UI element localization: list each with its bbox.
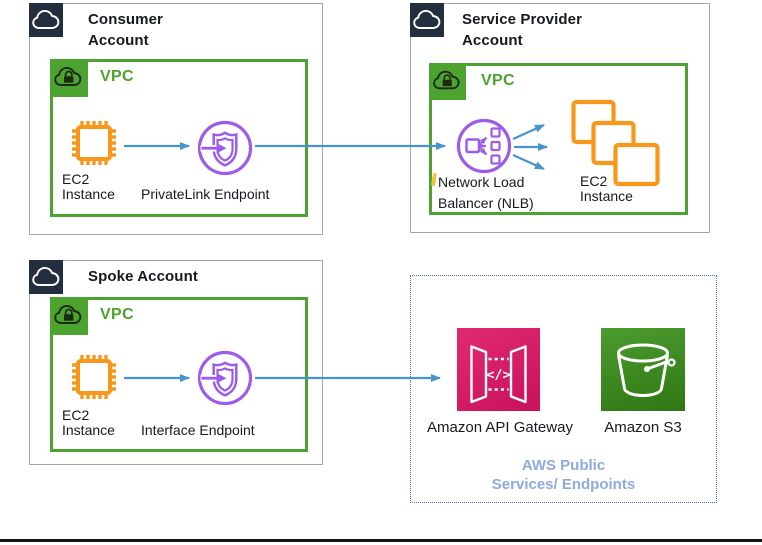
spoke-ec2-label-line1: EC2 — [62, 407, 90, 423]
caption-line2: Services/ Endpoints — [491, 476, 636, 493]
chip-icon — [72, 121, 116, 165]
spoke-vpc-label: VPC — [100, 306, 134, 323]
public-services-box — [410, 275, 717, 503]
bottom-divider — [0, 539, 762, 542]
consumer-vpc-icon — [50, 59, 88, 97]
api-gateway-label: Amazon API Gateway — [427, 419, 573, 436]
service-provider-vpc-icon — [429, 63, 466, 100]
cloud-lock-icon — [433, 70, 460, 90]
cloud-icon — [413, 9, 441, 29]
cloud-lock-icon — [54, 304, 82, 324]
chip-icon — [72, 355, 116, 399]
consumer-title-line1: Consumer — [88, 11, 163, 28]
service-provider-title-line1: Service Provider — [462, 11, 583, 28]
caption-line1: AWS Public — [521, 457, 606, 474]
spoke-vpc-icon — [50, 297, 88, 335]
public-services-caption: AWS Public Services/ Endpoints — [410, 456, 717, 494]
consumer-ec2-label: EC2 Instance — [62, 172, 115, 202]
spoke-ec2-label-line2: Instance — [62, 422, 115, 438]
spoke-ec2-instance-icon — [66, 349, 122, 410]
shield-arrow-icon — [197, 350, 253, 406]
api-gateway-icon: </> — [457, 328, 540, 411]
api-gateway-code-glyph: </> — [486, 367, 510, 383]
consumer-vpc-label: VPC — [100, 68, 134, 85]
cloud-lock-icon — [54, 66, 82, 86]
gateway-doors-icon: </> — [470, 345, 527, 404]
consumer-title-line2: Account — [88, 32, 149, 49]
bucket-icon — [617, 343, 676, 398]
service-provider-cloud-icon — [410, 3, 444, 37]
consumer-ec2-label-line2: Instance — [62, 186, 115, 202]
nlb-label-line1: Network Load — [438, 174, 525, 190]
interface-endpoint-icon — [196, 349, 254, 412]
service-provider-vpc-label: VPC — [481, 72, 515, 89]
privatelink-endpoint-label: PrivateLink Endpoint — [141, 186, 270, 202]
shield-arrow-icon — [197, 120, 253, 176]
cloud-icon — [32, 9, 60, 29]
sp-ec2-label-line1: EC2 — [580, 173, 608, 189]
spoke-account-cloud-icon — [29, 260, 63, 294]
consumer-account-title: Consumer Account — [88, 9, 163, 51]
network-load-balancer-icon — [455, 117, 513, 180]
service-provider-ec2-instances-icon — [571, 99, 663, 192]
service-provider-title-line2: Account — [462, 32, 523, 49]
spoke-account-title: Spoke Account — [88, 268, 198, 285]
cloud-icon — [32, 266, 60, 286]
privatelink-endpoint-icon — [196, 119, 254, 182]
s3-label: Amazon S3 — [604, 419, 682, 436]
interface-endpoint-label: Interface Endpoint — [141, 422, 255, 438]
sp-ec2-label-line2: Instance — [580, 188, 633, 204]
service-provider-title: Service Provider Account — [462, 9, 582, 51]
nlb-label: Network Load Balancer (NLB) — [438, 172, 534, 214]
service-provider-ec2-label: EC2 Instance — [580, 174, 633, 204]
consumer-ec2-label-line1: EC2 — [62, 171, 90, 187]
stacked-instances-icon — [571, 99, 660, 187]
s3-icon — [601, 328, 685, 411]
nlb-label-line2: Balancer (NLB) — [438, 195, 534, 211]
consumer-account-cloud-icon — [29, 3, 63, 37]
load-balancer-icon — [456, 118, 512, 174]
consumer-ec2-instance-icon — [66, 115, 122, 176]
spoke-ec2-label: EC2 Instance — [62, 408, 115, 438]
